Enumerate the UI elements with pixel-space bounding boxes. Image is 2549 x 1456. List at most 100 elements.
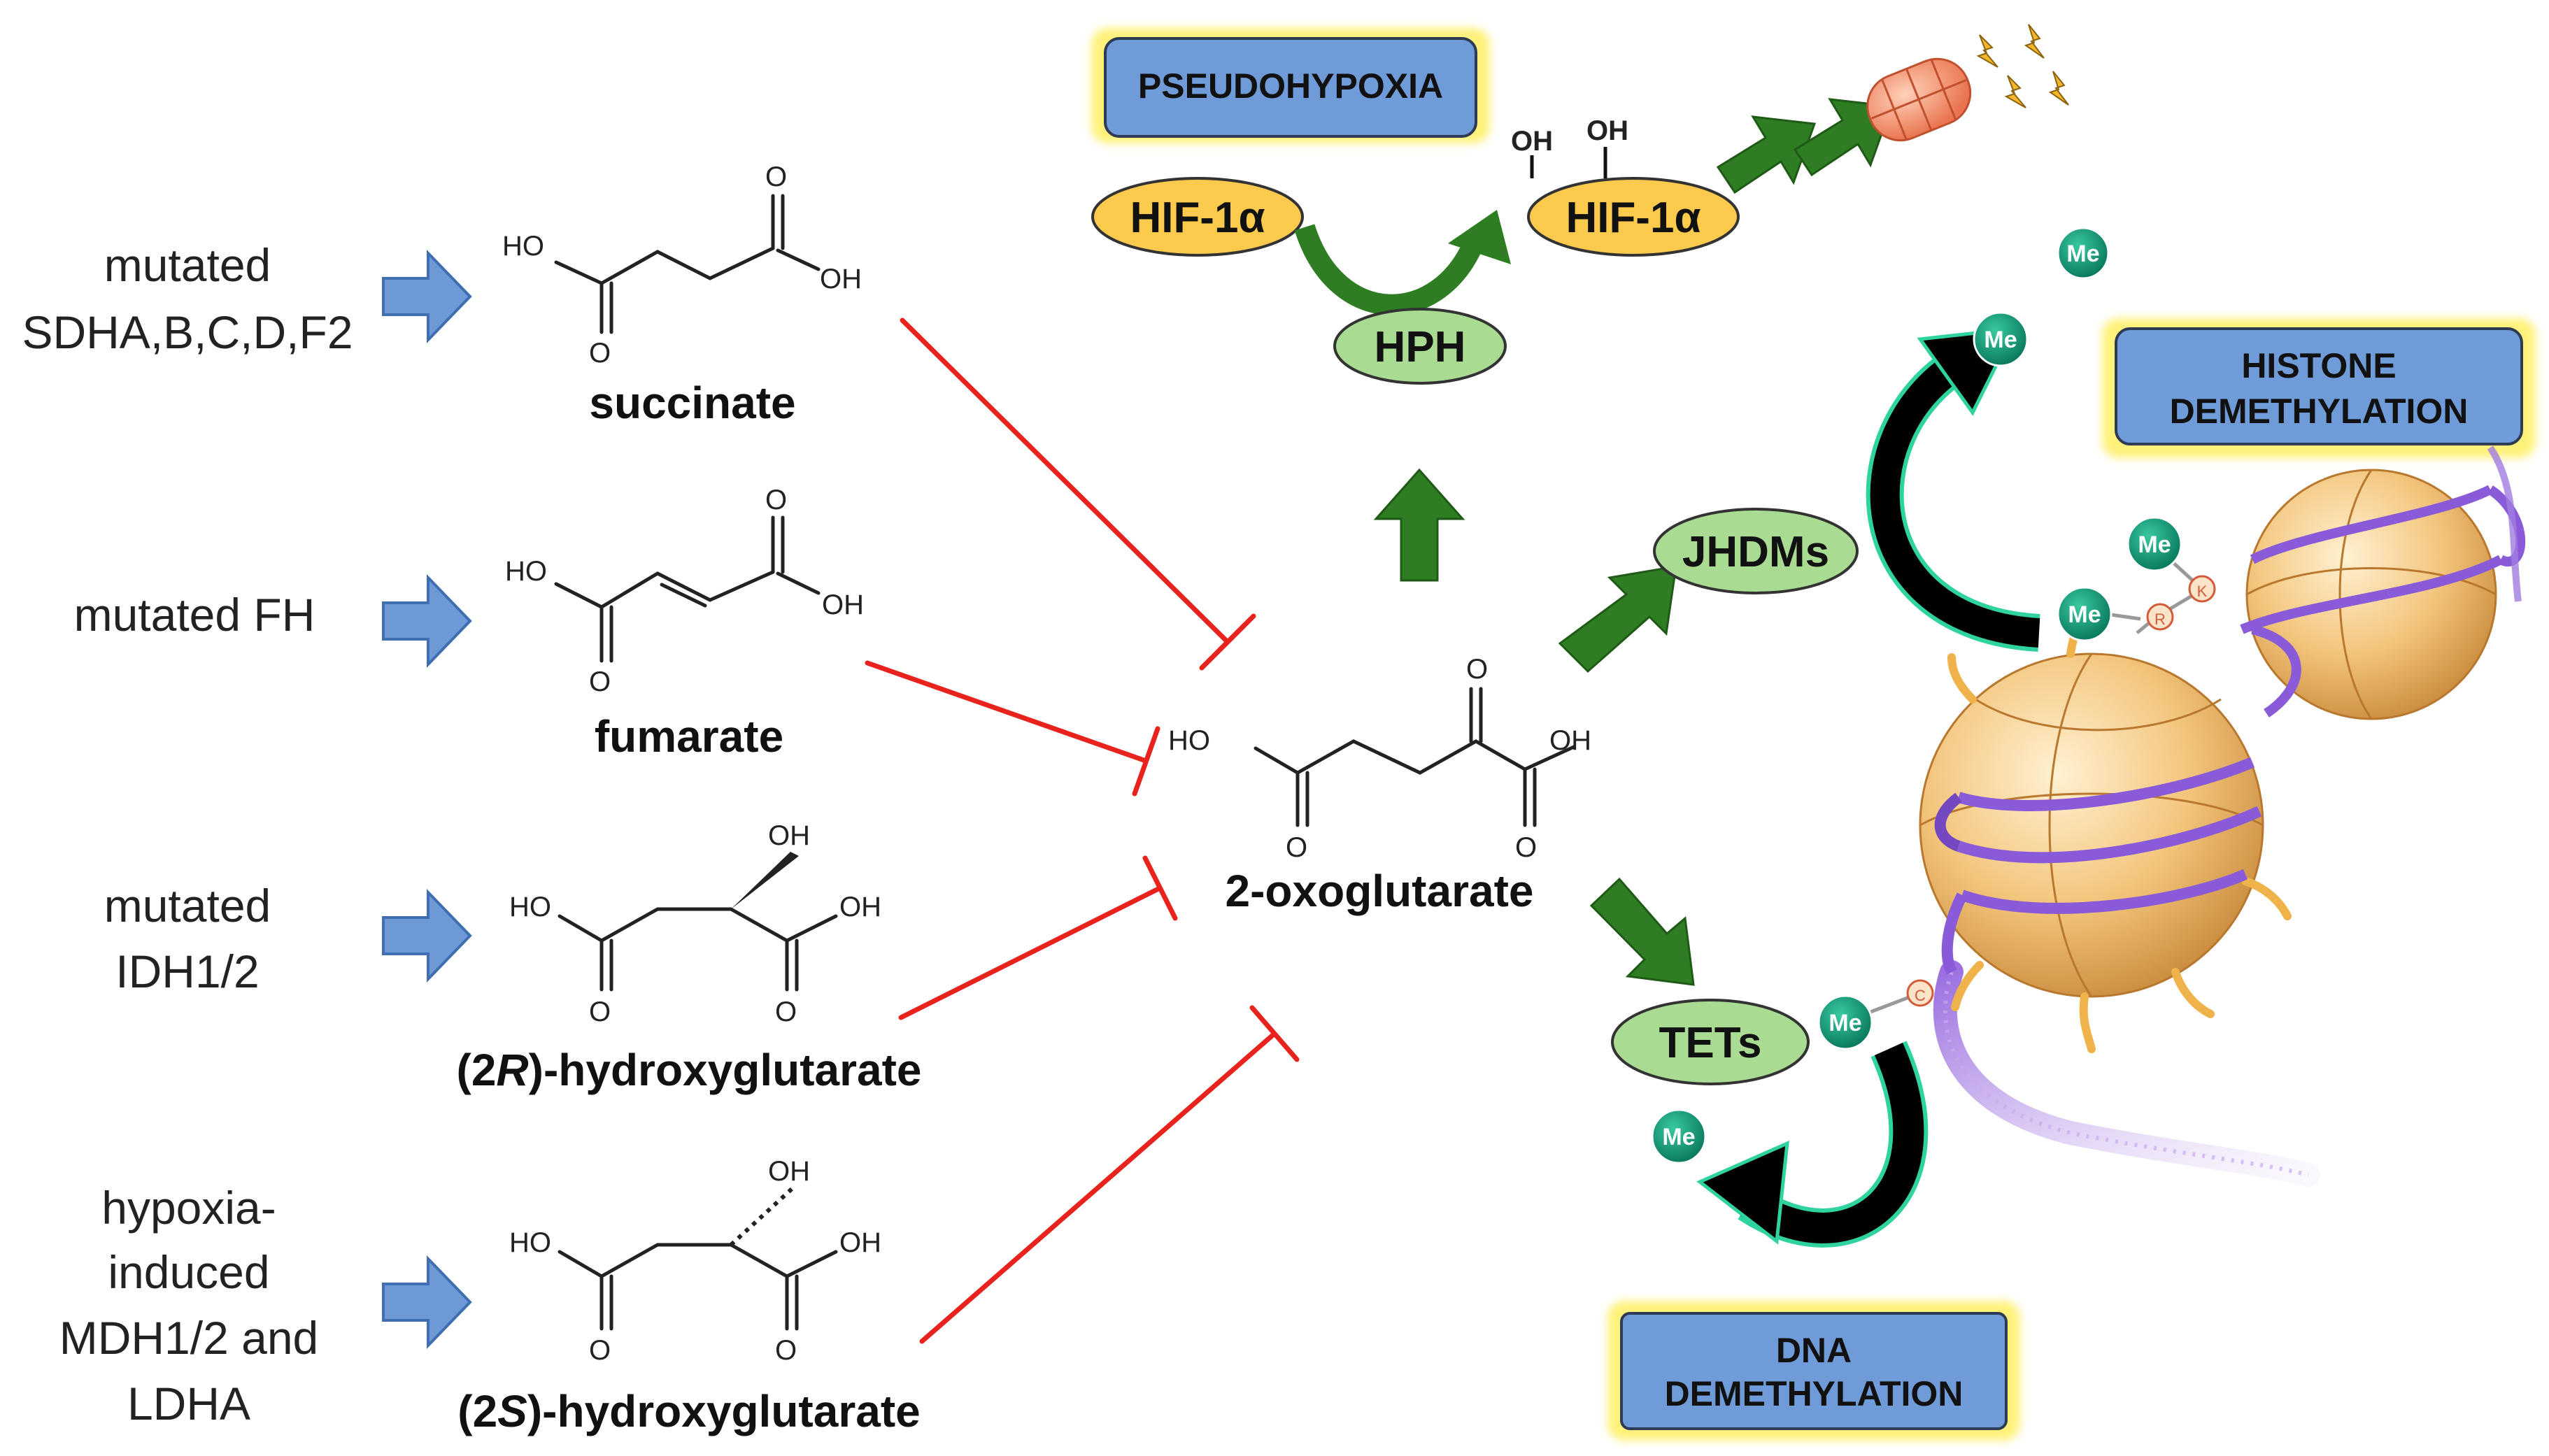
s-hg-o-left: O <box>589 1335 611 1366</box>
hif-1a-right-label: HIF-1α <box>1565 194 1700 242</box>
oxo-o-right: O <box>1515 832 1537 863</box>
r-hydroxyglutarate-label: (2R)-hydroxyglutarate <box>457 1045 922 1095</box>
histone-demethylation-line-2: DEMETHYLATION <box>2170 392 2469 431</box>
r-hydroxyglutarate-structure: HO OH OH O O <box>509 820 881 1027</box>
cause-hypoxia: hypoxia- induced MDH1/2 and LDHA <box>59 1182 319 1429</box>
r-hg-ho: HO <box>509 892 551 922</box>
oxo-oh: OH <box>1549 725 1591 756</box>
blue-arrow-1 <box>382 250 472 343</box>
pseudohypoxia-box: PSEUDOHYPOXIA <box>1091 28 1490 143</box>
hph-enzyme: HPH <box>1333 308 1507 385</box>
me-top-label: Me <box>2066 241 2099 267</box>
blue-arrow-3 <box>382 889 472 983</box>
hif-oh-2: OH <box>1586 115 1628 146</box>
s-hg-oh: OH <box>839 1227 881 1258</box>
jhdms-enzyme: JHDMs <box>1653 508 1859 594</box>
hif-1a-right: HIF-1α OH OH <box>1511 115 1740 257</box>
cause-hypoxia-line-2: induced <box>108 1246 269 1298</box>
succinate-o-top: O <box>765 162 787 192</box>
hif-1a-left: HIF-1α <box>1091 177 1304 257</box>
inhibit-line-s-hg <box>919 1005 1300 1344</box>
s-hg-o-right: O <box>775 1335 797 1366</box>
dna-demethylation-box: DNA DEMETHYLATION <box>1607 1301 2020 1441</box>
inhibit-line-r-hg <box>898 855 1178 1020</box>
pseudohypoxia-label: PSEUDOHYPOXIA <box>1138 66 1443 106</box>
histone-demethylation-box: HISTONE DEMETHYLATION <box>2102 318 2536 458</box>
cause-idh-line-1: mutated <box>104 880 271 932</box>
me-released-dna-label: Me <box>1662 1124 1695 1150</box>
cause-idh: mutated IDH1/2 <box>104 880 271 997</box>
hph-cycle-arrow <box>1294 210 1511 315</box>
fumarate-label: fumarate <box>595 711 783 762</box>
green-arrow-to-jhdms <box>1558 565 1677 673</box>
dna-demethylation-line-1: DNA <box>1776 1331 1852 1370</box>
hph-label: HPH <box>1375 323 1466 371</box>
oxo-o-left: O <box>1286 832 1307 863</box>
s-hg-ho: HO <box>509 1227 551 1258</box>
oxo-o-top: O <box>1466 654 1488 685</box>
dna-demethylation-line-2: DEMETHYLATION <box>1665 1374 1964 1413</box>
tets-enzyme: TETs <box>1611 999 1810 1085</box>
residue-k-icon: K <box>2188 575 2216 603</box>
me-histone-k-label: Me <box>2138 531 2171 558</box>
fumarate-ho: HO <box>505 556 547 587</box>
me-marker-dna: Me <box>1817 994 1873 1050</box>
inhibit-line-fumarate <box>865 660 1160 797</box>
s-hg-prefix: (2 <box>457 1386 497 1436</box>
oxoglutarate-structure: HO OH O O O <box>1168 654 1591 863</box>
me-released-histone-label: Me <box>1984 327 2017 353</box>
residue-c-label: C <box>1915 987 1926 1004</box>
s-hydroxyglutarate-label: (2S)-hydroxyglutarate <box>457 1386 920 1436</box>
fumarate-o-top: O <box>765 485 787 515</box>
r-hg-prefix: (2 <box>457 1045 497 1095</box>
cause-hypoxia-line-3: MDH1/2 and <box>59 1312 319 1364</box>
residue-k-label: K <box>2197 583 2208 600</box>
me-dna-label: Me <box>1829 1010 1861 1036</box>
oxo-ho: HO <box>1168 725 1210 756</box>
green-arrow-to-tets <box>1589 877 1695 986</box>
r-hg-letter: R <box>496 1045 528 1095</box>
me-histone-r-label: Me <box>2068 601 2101 628</box>
fumarate-o-bottom: O <box>589 666 611 697</box>
s-hg-letter: S <box>497 1386 527 1436</box>
blue-arrow-2 <box>382 574 472 668</box>
r-hg-suffix: )-hydroxyglutarate <box>529 1045 922 1095</box>
s-hg-oh-top: OH <box>768 1156 810 1187</box>
s-hydroxyglutarate-structure: HO OH OH O O <box>509 1156 881 1366</box>
green-arrow-up <box>1373 468 1465 582</box>
me-marker-histone-k: Me <box>2126 516 2182 572</box>
succinate-ho: HO <box>502 231 544 262</box>
jhdms-label: JHDMs <box>1682 528 1829 576</box>
r-hg-oh: OH <box>839 892 881 922</box>
me-marker-histone-r: Me <box>2057 586 2113 642</box>
cause-sdh-line-2: SDHA,B,C,D,F2 <box>22 306 353 358</box>
dna-demethylation-arrow <box>1696 1041 1929 1248</box>
succinate-oh: OH <box>820 264 862 294</box>
me-marker-released-dna: Me <box>1651 1108 1707 1164</box>
cause-hypoxia-line-4: LDHA <box>127 1378 250 1429</box>
chromatin-illustration <box>1919 445 2526 1187</box>
residue-r-label: R <box>2154 611 2166 628</box>
green-arrow-right-2 <box>1793 98 1894 177</box>
fumarate-oh: OH <box>822 590 864 620</box>
fumarate-structure: HO OH O O <box>505 485 864 697</box>
tets-label: TETs <box>1659 1019 1762 1067</box>
histone-demethylation-arrow <box>1866 327 2040 652</box>
cause-hypoxia-line-1: hypoxia- <box>101 1182 276 1234</box>
cause-sdh-line-1: mutated <box>104 239 271 291</box>
inhibit-line-succinate <box>900 317 1256 671</box>
cause-idh-line-2: IDH1/2 <box>115 945 259 997</box>
cause-fh: mutated FH <box>74 589 315 641</box>
green-arrow-right-1 <box>1716 115 1817 194</box>
cause-sdh: mutated SDHA,B,C,D,F2 <box>22 239 353 358</box>
succinate-label: succinate <box>589 378 795 428</box>
r-hg-o-right: O <box>775 997 797 1027</box>
succinate-structure: HO OH O O <box>502 162 862 369</box>
histone-demethylation-line-1: HISTONE <box>2241 346 2396 385</box>
degradation-sparks-icon <box>1976 24 2069 108</box>
me-marker-top: Me <box>2057 227 2110 280</box>
cause-fh-line-1: mutated FH <box>74 589 315 641</box>
oxoglutarate-label: 2-oxoglutarate <box>1226 866 1534 916</box>
residue-r-icon: R <box>2146 603 2174 631</box>
